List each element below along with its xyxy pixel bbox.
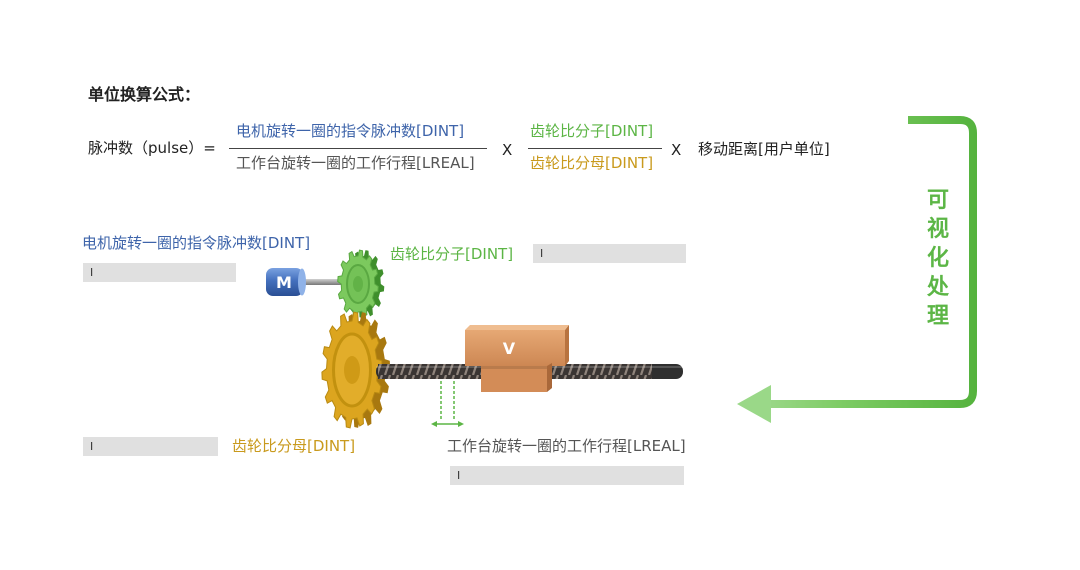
fraction-1-numerator: 电机旋转一圈的指令脉冲数[DINT] [236, 122, 465, 140]
gear-numerator-label: 齿轮比分子[DINT] [390, 245, 514, 263]
fraction-2-bar [528, 148, 662, 149]
table-travel-label: 工作台旋转一圈的工作行程[LREAL] [447, 437, 686, 455]
multiply-operator-1: X [502, 141, 513, 159]
formula-lhs: 脉冲数（pulse）= [88, 139, 216, 157]
gear-numerator-icon [337, 249, 385, 319]
fraction-2-denominator: 齿轮比分母[DINT] [530, 154, 654, 172]
motor-label: M [276, 273, 292, 292]
multiply-operator-2: X [671, 141, 682, 159]
table-travel-input[interactable] [450, 466, 684, 485]
gear-numerator-input[interactable] [533, 244, 686, 263]
fraction-1-denominator: 工作台旋转一圈的工作行程[LREAL] [236, 154, 475, 172]
motor-pulses-label: 电机旋转一圈的指令脉冲数[DINT] [82, 234, 311, 252]
formula-rhs: 移动距离[用户单位] [698, 140, 830, 158]
formula-title: 单位换算公式： [88, 85, 201, 104]
worktable-block: V [465, 325, 569, 392]
fraction-1-bar [229, 148, 487, 149]
motor-icon: M [266, 268, 306, 296]
gear-denominator-label: 齿轮比分母[DINT] [232, 437, 356, 455]
motor-pulses-input[interactable] [83, 263, 236, 282]
motor-shaft [303, 279, 343, 285]
fraction-2-numerator: 齿轮比分子[DINT] [530, 122, 654, 140]
gear-denominator-icon [321, 311, 391, 429]
gear-denominator-input[interactable] [83, 437, 218, 456]
flow-arrow-icon [737, 116, 977, 423]
travel-indicator [431, 381, 464, 427]
worktable-label: V [503, 339, 516, 358]
visualize-label: 可视化处理 [926, 188, 949, 329]
